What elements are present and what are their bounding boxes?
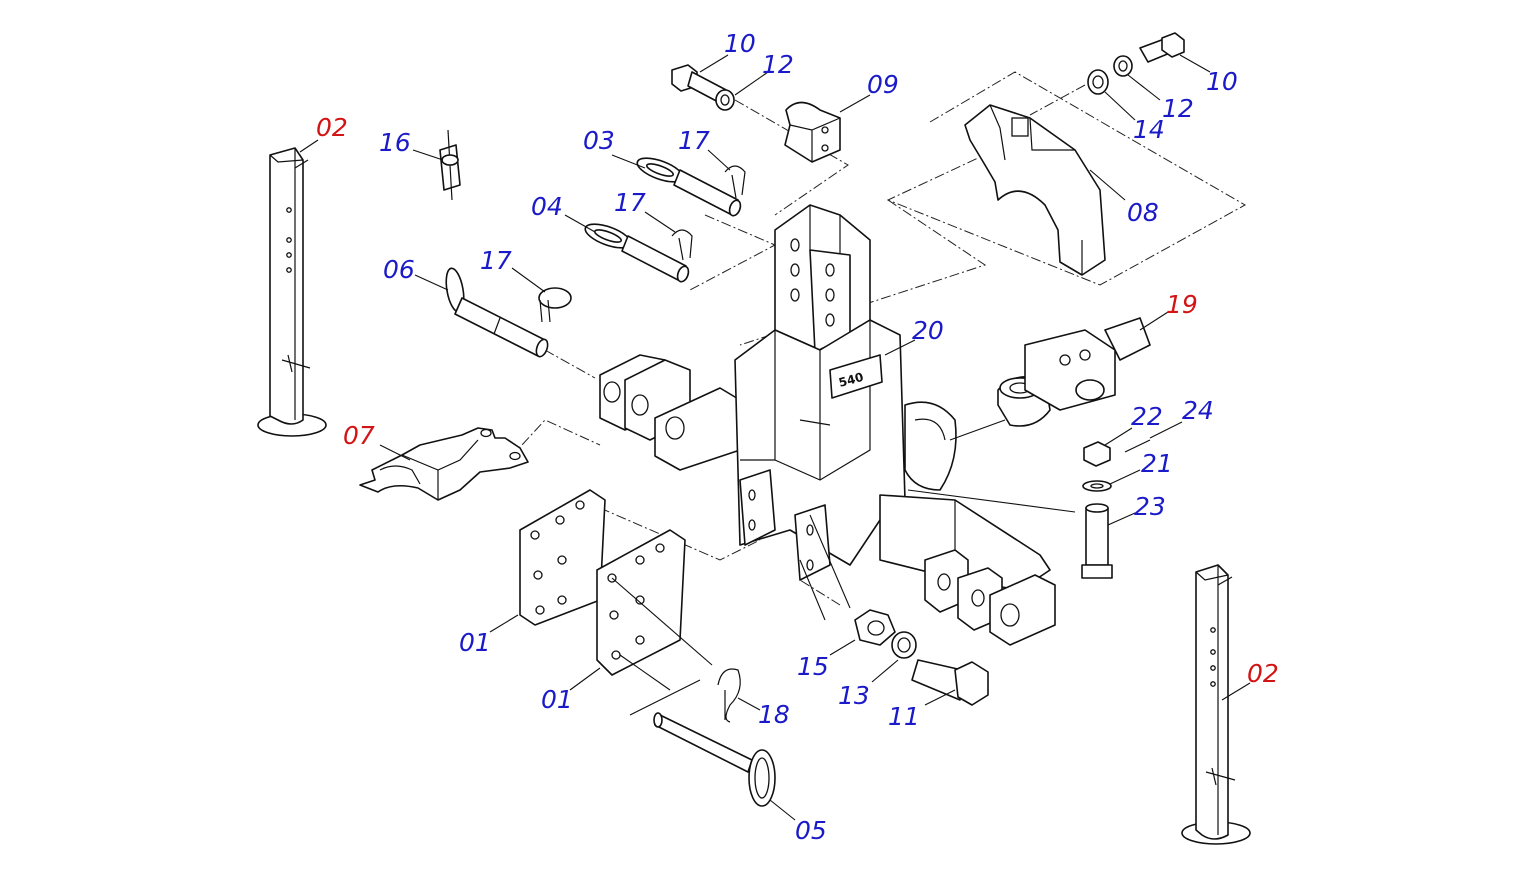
hitch-pin-05 — [653, 712, 776, 807]
bolt-set-15-13-11 — [854, 609, 989, 706]
jack-stand-right — [1181, 564, 1251, 845]
hitch-pin-03 — [636, 157, 742, 217]
bolt-washers-right — [1087, 32, 1185, 95]
cover-guard-08 — [964, 104, 1106, 276]
long-pin-06 — [445, 267, 549, 358]
main-frame-20: 540 — [599, 204, 1056, 646]
clamp-bracket-09 — [784, 101, 841, 163]
r-clip-18 — [717, 668, 741, 723]
leader-lines — [299, 54, 1251, 821]
plate-marking: 540 — [837, 370, 865, 390]
spring-clips-17 — [538, 165, 746, 323]
pin-hardware-22-24-21-23 — [1081, 439, 1151, 579]
mounting-plates-01 — [519, 489, 686, 676]
lock-pin-16 — [439, 129, 461, 201]
bracket-plate-07 — [359, 427, 529, 501]
bolt-washer-top — [671, 64, 735, 111]
jack-stand-left — [257, 147, 327, 437]
clevis-assembly-19 — [997, 317, 1151, 427]
hitch-pin-04 — [584, 223, 690, 283]
